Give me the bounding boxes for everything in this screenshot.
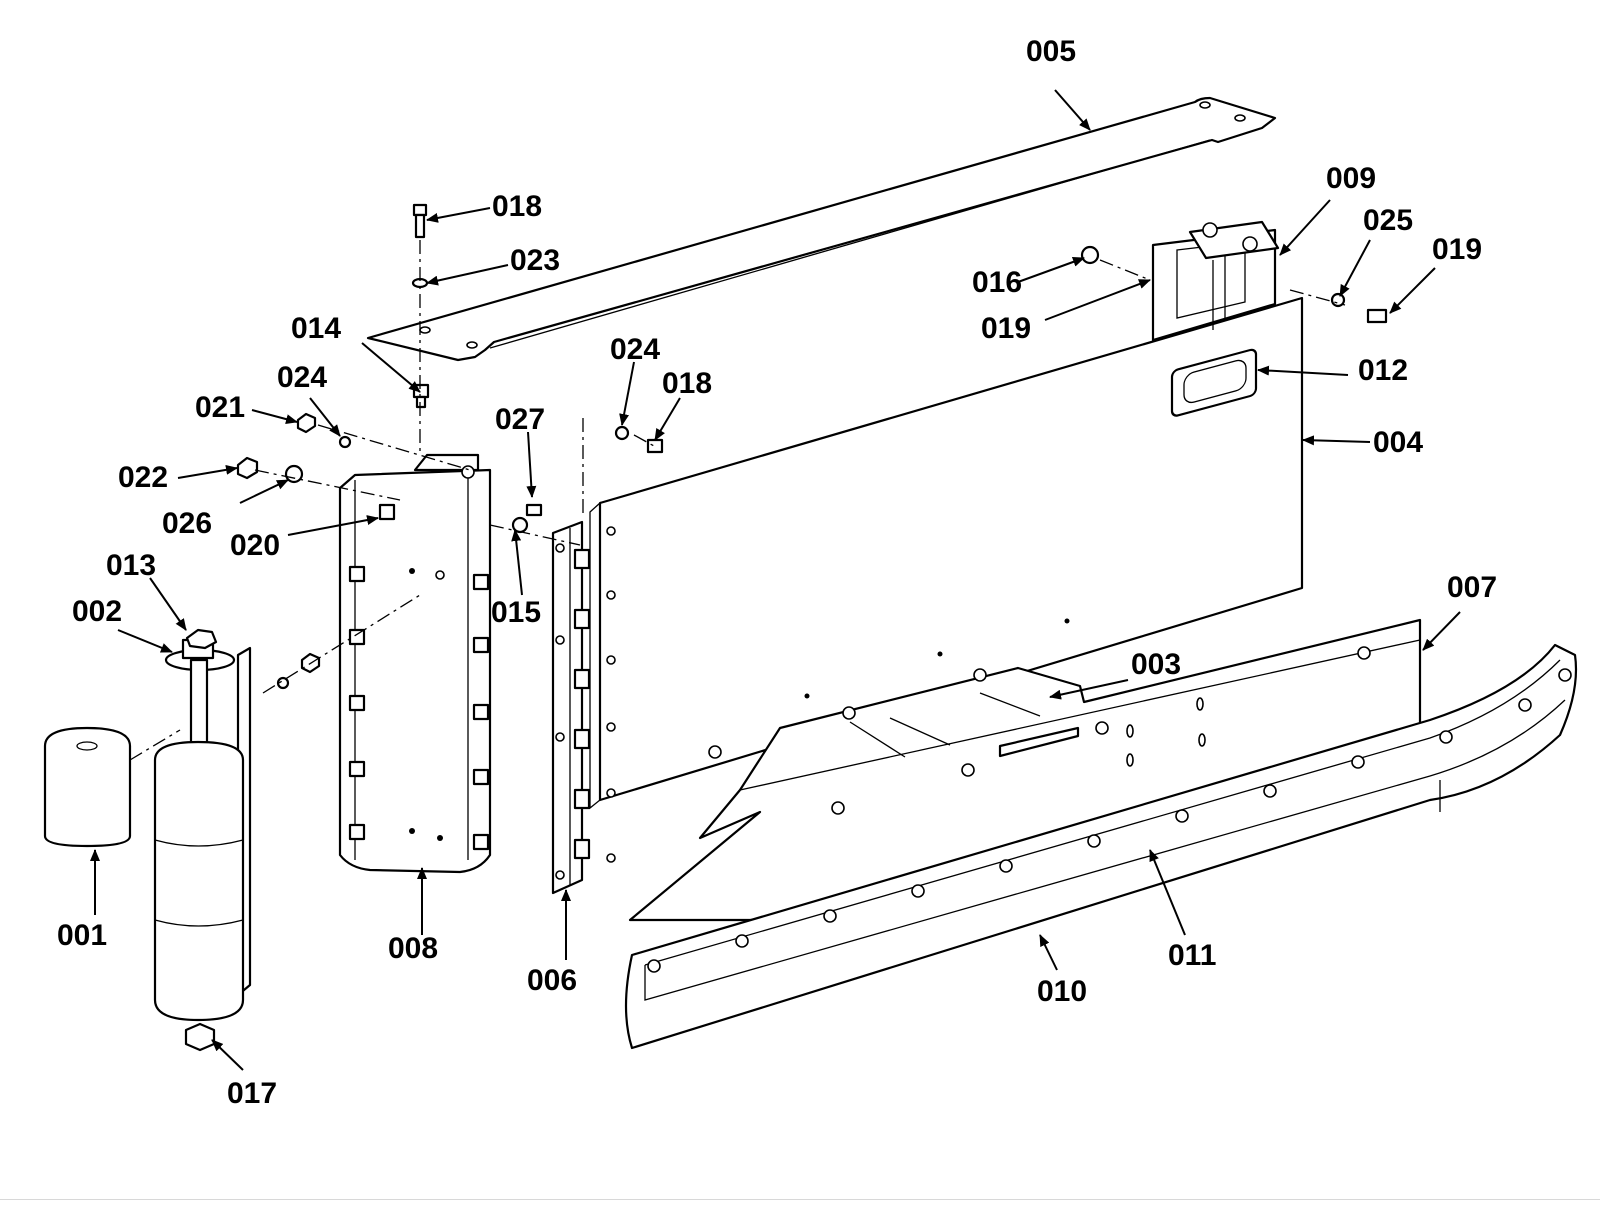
callout-019-left: 019: [981, 312, 1031, 345]
callout-015: 015: [491, 596, 541, 629]
assembly-centerlines: [129, 240, 1346, 761]
callout-012: 012: [1358, 354, 1408, 387]
callout-027: 027: [495, 403, 545, 436]
callout-labels: 005 018 023 009 025 019 016 019 014 024 …: [57, 35, 1497, 1110]
part-001-wheel-roller: [43, 726, 245, 1052]
callout-018-top: 018: [492, 190, 542, 223]
callout-023: 023: [510, 244, 560, 277]
callout-013: 013: [106, 549, 156, 582]
part-010-011-cutting-edge: [624, 643, 1578, 1050]
callout-003: 003: [1131, 648, 1181, 681]
callout-020: 020: [230, 529, 280, 562]
callout-019-right: 019: [1432, 233, 1482, 266]
callout-004: 004: [1373, 426, 1423, 459]
part-005-top-strip: [366, 96, 1277, 362]
callout-018-right: 018: [662, 367, 712, 400]
part-009-bracket: [1151, 220, 1280, 342]
callout-001: 001: [57, 919, 107, 952]
callout-017: 017: [227, 1077, 277, 1110]
callout-005: 005: [1026, 35, 1076, 68]
callout-024-left: 024: [277, 361, 327, 394]
callout-008: 008: [388, 932, 438, 965]
part-012-handle: [1170, 348, 1258, 417]
callout-007: 007: [1447, 571, 1497, 604]
callout-022: 022: [118, 461, 168, 494]
part-008-mount-bracket: [338, 453, 492, 874]
callout-014: 014: [291, 312, 341, 345]
callout-009: 009: [1326, 162, 1376, 195]
callout-025: 025: [1363, 204, 1413, 237]
callout-021: 021: [195, 391, 245, 424]
callout-011: 011: [1168, 939, 1216, 972]
callout-026: 026: [162, 507, 212, 540]
callout-006: 006: [527, 964, 577, 997]
callout-016: 016: [972, 266, 1022, 299]
bottom-divider: [0, 1199, 1600, 1200]
part-006-hinge: [551, 520, 591, 895]
callout-leaders: [90, 89, 1461, 1071]
callout-002: 002: [72, 595, 122, 628]
callout-024-right: 024: [610, 333, 660, 366]
part-004-back-panel: [589, 296, 1304, 863]
callout-010: 010: [1037, 975, 1087, 1008]
